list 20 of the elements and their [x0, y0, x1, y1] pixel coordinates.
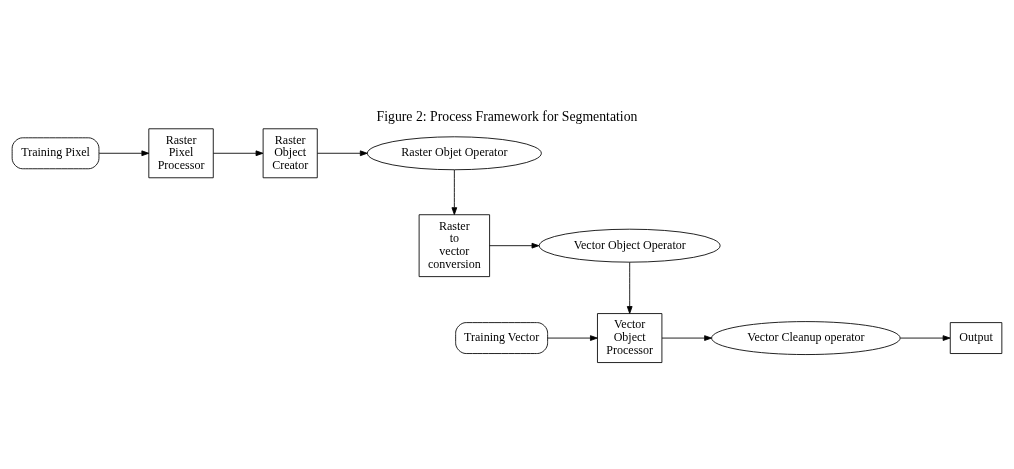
- node-ellipse: Vector Object Operator: [538, 228, 721, 263]
- arrow: [899, 335, 951, 341]
- arrow: [661, 335, 712, 341]
- arrow: [626, 261, 633, 314]
- node-ellipse: Vector Cleanup operator: [711, 321, 901, 355]
- arrow: [98, 150, 150, 157]
- node-box: Output: [949, 322, 1003, 354]
- node-box: Raster Pixel Processor: [148, 128, 214, 179]
- node-box: Raster to vector conversion: [418, 214, 491, 278]
- node-box: Training Vector: [455, 322, 549, 354]
- arrow: [489, 242, 540, 249]
- arrow: [451, 169, 458, 215]
- node-box: Vector Object Processor: [597, 313, 663, 363]
- node-box: Raster Object Creator: [262, 128, 318, 179]
- arrow: [547, 335, 598, 341]
- arrow: [213, 150, 264, 157]
- diagram-title: Figure 2: Process Framework for Segmentation: [376, 108, 638, 124]
- node-box: Training Pixel: [11, 137, 100, 170]
- node-ellipse: Raster Objet Operator: [366, 136, 542, 171]
- arrow: [317, 150, 368, 157]
